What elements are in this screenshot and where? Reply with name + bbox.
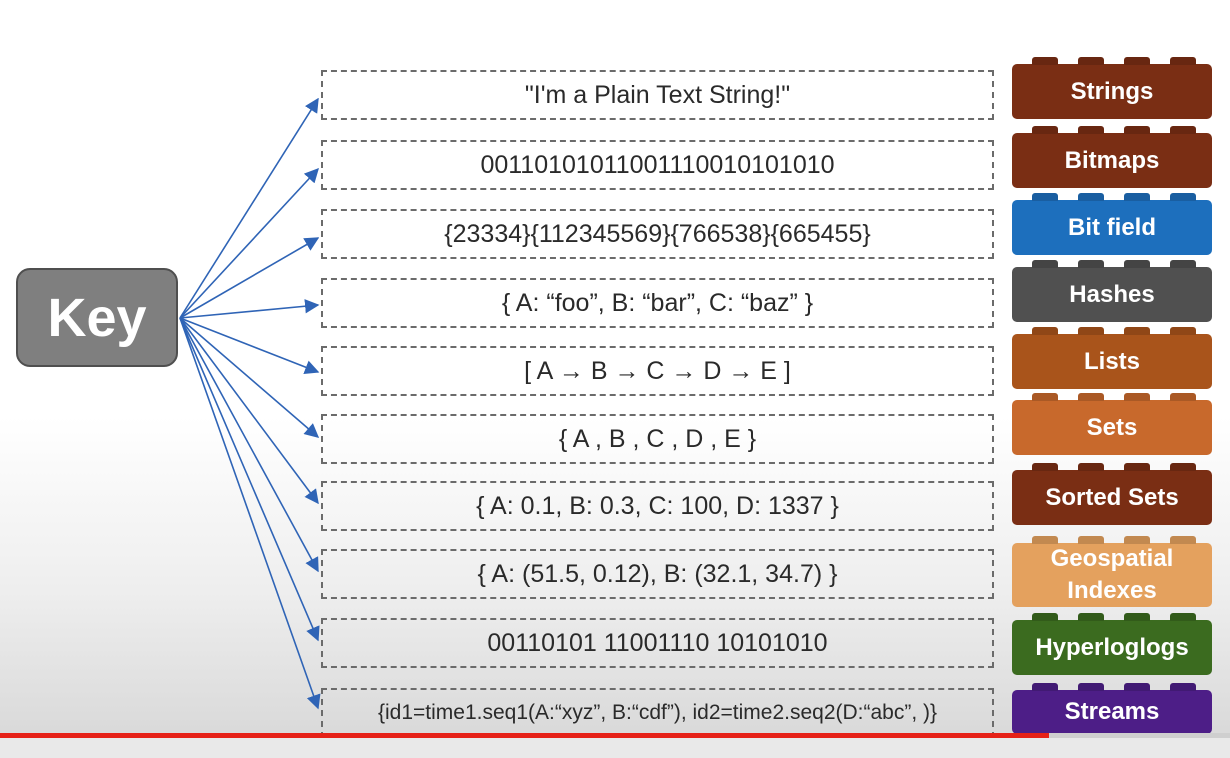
- key-label: Key: [47, 287, 147, 348]
- value-text: { A: “foo”, B: “bar”, C: “baz” }: [501, 288, 814, 317]
- brick-lists: Lists: [1012, 327, 1212, 389]
- arrow-1: [179, 167, 319, 319]
- brick-label: Hyperloglogs: [1035, 633, 1189, 661]
- video-progress-fill: [0, 733, 1050, 738]
- value-box-sorted-sets: { A: 0.1, B: 0.3, C: 100, D: 1337 }: [321, 481, 994, 531]
- value-text: 00110101 11001110 10101010: [487, 628, 828, 657]
- brick-hyperloglogs: Hyperloglogs: [1012, 613, 1212, 675]
- value-text: [ A → B → C → D → E ]: [524, 356, 791, 385]
- value-box-strings: "I'm a Plain Text String!": [321, 70, 994, 120]
- brick-label: Strings: [1070, 77, 1154, 105]
- arrow-0: [179, 97, 319, 319]
- brick-label: Sets: [1086, 413, 1138, 441]
- brick-streams: Streams: [1012, 683, 1212, 734]
- arrow-3: [179, 299, 320, 319]
- brick-label: Lists: [1083, 347, 1140, 375]
- value-text: 00110101011001110010101010: [480, 150, 835, 179]
- brick-geospatial-indexes: Geospatial Indexes: [1012, 536, 1212, 607]
- brick-bitmaps: Bitmaps: [1012, 126, 1212, 188]
- value-box-sets: { A , B , C , D , E }: [321, 414, 994, 464]
- arrow-8: [179, 317, 320, 642]
- arrow-4: [179, 317, 320, 374]
- brick-label: Geospatial Indexes: [1050, 545, 1174, 604]
- brick-sets: Sets: [1012, 393, 1212, 455]
- brick-label: Streams: [1064, 698, 1160, 725]
- brick-hashes: Hashes: [1012, 260, 1212, 322]
- video-progress-bar[interactable]: [0, 733, 1230, 738]
- video-controls-bar: [0, 738, 1230, 758]
- value-box-lists: [ A → B → C → D → E ]: [321, 346, 994, 396]
- value-text: { A , B , C , D , E }: [558, 424, 757, 453]
- value-box-hashes: { A: “foo”, B: “bar”, C: “baz” }: [321, 278, 994, 328]
- value-text: "I'm a Plain Text String!": [524, 80, 791, 109]
- brick-label: Sorted Sets: [1045, 483, 1179, 511]
- brick-strings: Strings: [1012, 57, 1212, 119]
- arrow-2: [179, 237, 320, 319]
- arrow-5: [179, 317, 320, 438]
- value-box-geospatial: { A: (51.5, 0.12), B: (32.1, 34.7) }: [321, 549, 994, 599]
- brick-label: Hashes: [1069, 280, 1155, 308]
- value-text: {23334}{112345569}{766538}{665455}: [444, 219, 871, 248]
- value-box-bitmaps: 00110101011001110010101010: [321, 140, 994, 190]
- key-box: Key: [16, 268, 178, 367]
- value-text: { A: 0.1, B: 0.3, C: 100, D: 1337 }: [476, 491, 839, 520]
- brick-bit-field: Bit field: [1012, 193, 1212, 255]
- value-box-bit-field: {23334}{112345569}{766538}{665455}: [321, 209, 994, 259]
- value-box-streams: {id1=time1.seq1(A:“xyz”, B:“cdf”), id2=t…: [321, 688, 994, 738]
- arrow-7: [179, 317, 319, 573]
- brick-sorted-sets: Sorted Sets: [1012, 463, 1212, 525]
- value-box-hyperloglogs: 00110101 11001110 10101010: [321, 618, 994, 668]
- arrow-6: [179, 317, 319, 505]
- brick-label: Bit field: [1068, 213, 1156, 241]
- arrow-9: [179, 317, 321, 710]
- value-text: { A: (51.5, 0.12), B: (32.1, 34.7) }: [477, 559, 838, 588]
- value-text: {id1=time1.seq1(A:“xyz”, B:“cdf”), id2=t…: [377, 701, 938, 724]
- brick-label: Bitmaps: [1064, 146, 1160, 174]
